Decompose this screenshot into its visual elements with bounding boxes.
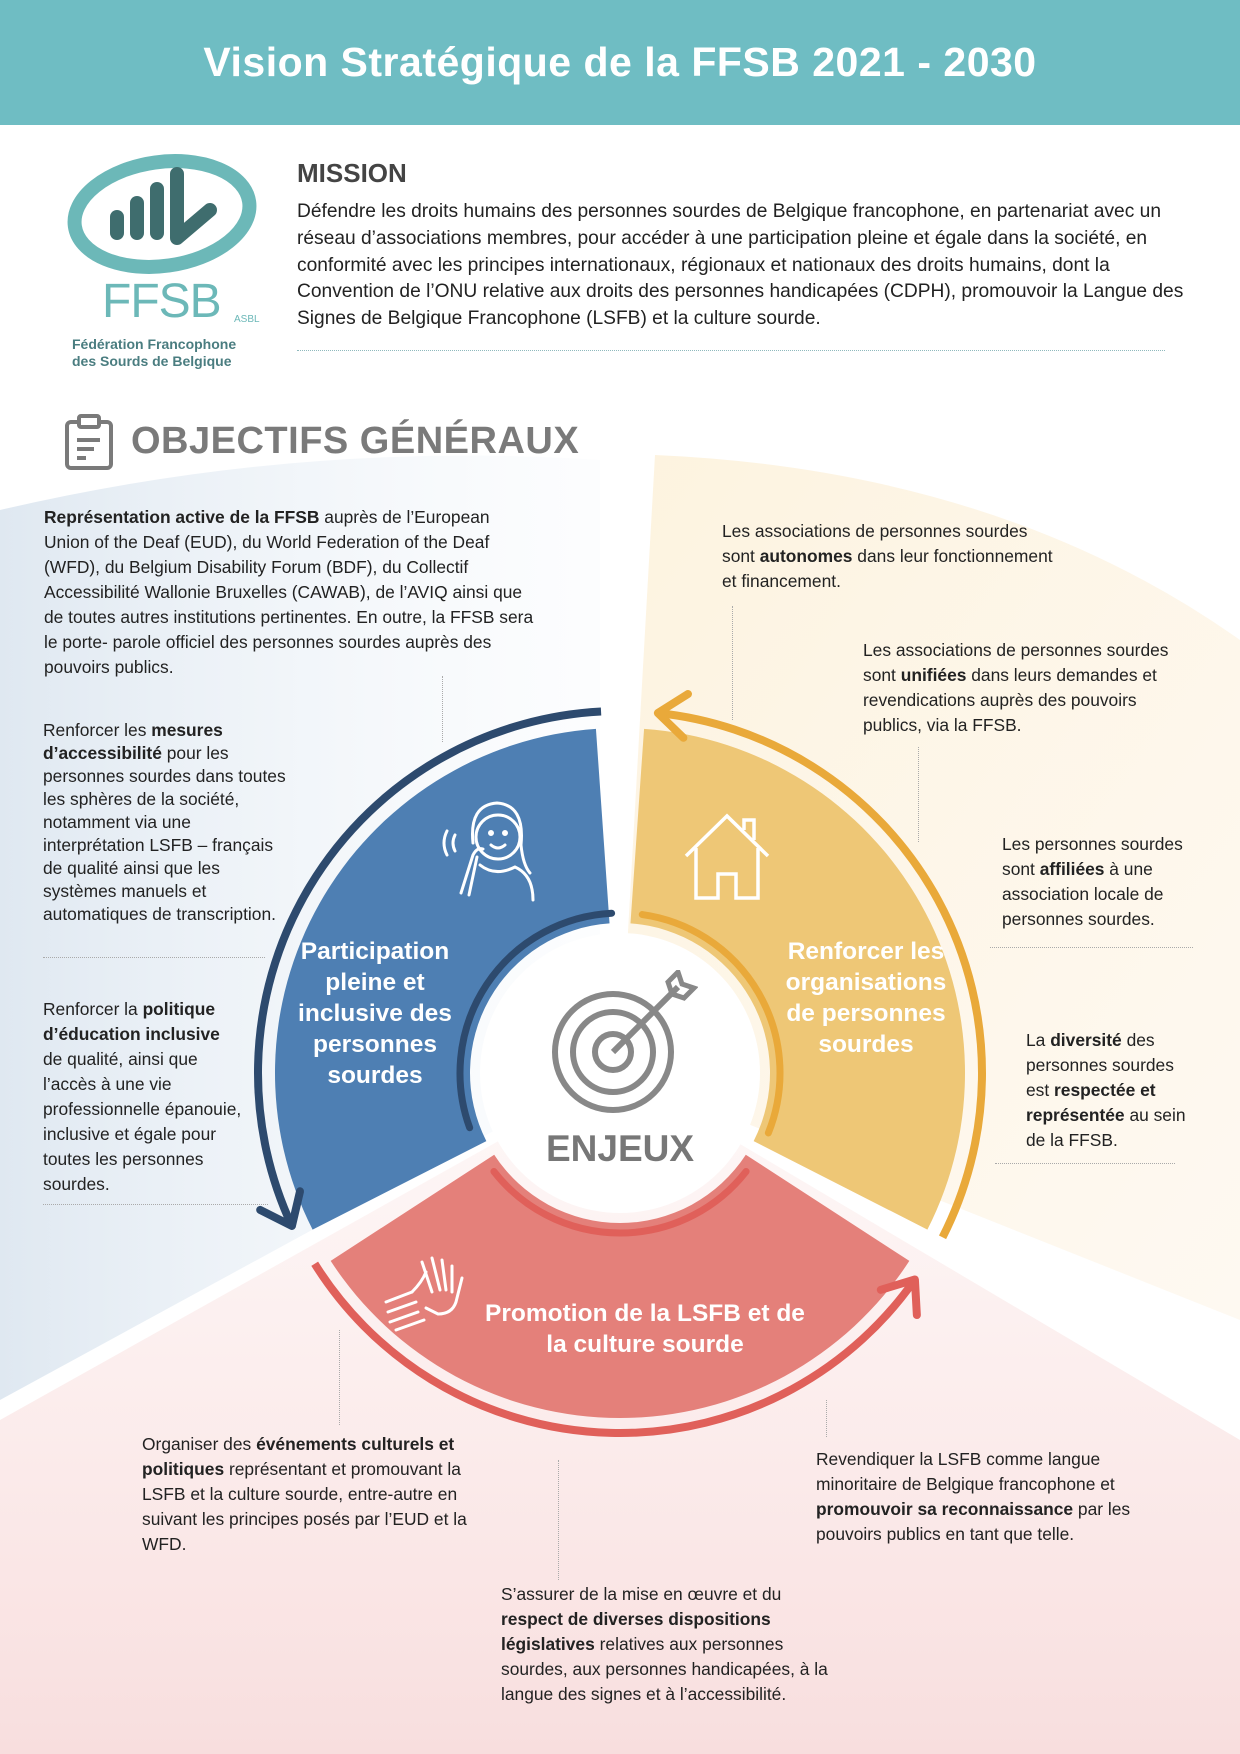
objective-right-2: Les associations de personnes sourdes so…	[863, 638, 1173, 738]
text-run: Les personnes sourdes sont	[1002, 834, 1183, 879]
objective-left-2: Renforcer les mesures d’accessibilité po…	[43, 719, 293, 926]
emphasis-text: événements culturels et politiques	[142, 1434, 455, 1479]
objective-bottom-2: Revendiquer la LSFB comme langue minorit…	[816, 1447, 1136, 1547]
text-run: La	[1026, 1030, 1051, 1050]
connector-line	[339, 1330, 340, 1425]
clipboard-icon	[65, 414, 113, 470]
center-circle	[480, 933, 760, 1213]
emphasis-text: autonomes	[759, 546, 853, 566]
text-run: Renforcer les	[43, 720, 152, 740]
text-run: Revendiquer la LSFB comme langue minorit…	[816, 1449, 1115, 1494]
text-run: Renforcer la	[43, 999, 143, 1019]
segment-organisations-label: Renforcer les organisations de personnes…	[785, 938, 947, 1058]
arrowhead-icon	[876, 1275, 921, 1320]
text-run: Les associations de personnes sourdes so…	[863, 640, 1169, 685]
logo-suffix: ASBL	[234, 314, 260, 325]
segment-promotion[interactable]	[330, 1154, 910, 1418]
organisations-inner-line	[638, 911, 784, 1137]
connector-line	[732, 606, 733, 720]
objective-left-3: Renforcer la politique d’éducation inclu…	[43, 997, 243, 1197]
arrowhead-icon	[653, 690, 692, 742]
objective-right-3: Les personnes sourdes sont affiliées à u…	[1002, 832, 1202, 932]
connector-line	[43, 1204, 268, 1205]
objective-bottom-3: S’assurer de la mise en œuvre et du resp…	[501, 1582, 846, 1707]
text-run: Organiser des	[142, 1434, 257, 1454]
segment-organisations[interactable]	[630, 728, 966, 1230]
center-label: ENJEUX	[545, 1128, 695, 1169]
emphasis-text: diversité	[1050, 1030, 1122, 1050]
connector-line	[558, 1460, 559, 1580]
promotion-arrow	[311, 1261, 919, 1437]
text-run: S’assurer de la mise en œuvre et du	[501, 1584, 782, 1604]
objective-right-4: La diversité des personnes sourdes est r…	[1026, 1028, 1196, 1153]
arrowhead-icon	[256, 1187, 305, 1230]
connector-line	[43, 957, 265, 958]
segment-promotion-label: Promotion de la LSFB et de la culture so…	[485, 1300, 805, 1358]
logo-subtitle: Fédération Francophone des Sourds de Bel…	[72, 336, 236, 370]
emphasis-text: affiliées	[1039, 859, 1105, 879]
emphasis-text: promouvoir sa reconnaissance	[816, 1499, 1074, 1519]
connector-line	[918, 747, 919, 842]
connector-line	[995, 1163, 1175, 1164]
mission-divider	[297, 350, 1165, 351]
text-run: dans leur fonctionnement et financement.	[722, 546, 1053, 591]
logo-subtitle-line: des Sourds de Belgique	[72, 353, 232, 369]
text-run: par les pouvoirs publics en tant que tel…	[816, 1499, 1131, 1544]
objective-bottom-1: Organiser des événements culturels et po…	[142, 1432, 467, 1557]
emphasis-text: politique d’éducation inclusive	[43, 999, 220, 1044]
emphasis-text: mesures d’accessibilité	[43, 720, 223, 763]
text-run: Les associations de personnes sourdes so…	[722, 521, 1028, 566]
header-banner: Vision Stratégique de la FFSB 2021 - 203…	[0, 0, 1240, 125]
target-icon	[552, 970, 698, 1113]
emphasis-text: unifiées	[900, 665, 967, 685]
left-background-region	[0, 455, 600, 1400]
signing-hands-icon	[384, 1256, 464, 1332]
connector-line	[442, 676, 443, 742]
text-run: au sein de la FFSB.	[1026, 1105, 1186, 1150]
objective-left-1: Représentation active de la FFSB auprès …	[44, 505, 539, 680]
enjeux-wheel	[254, 690, 986, 1437]
emphasis-text: respect de diverses dispositions législa…	[501, 1609, 771, 1654]
house-icon	[684, 813, 770, 900]
connector-line	[990, 947, 1193, 948]
text-run: à une association locale de personnes so…	[1002, 859, 1164, 929]
objective-right-1: Les associations de personnes sourdes so…	[722, 519, 1062, 594]
text-run: relatives aux personnes sourdes, aux per…	[501, 1634, 828, 1704]
objectives-heading: OBJECTIFS GÉNÉRAUX	[131, 420, 580, 462]
logo-name: FFSB	[102, 275, 222, 328]
promotion-inner-line	[490, 1168, 750, 1237]
emphasis-text: Représentation active de la FFSB	[44, 507, 320, 527]
text-run: dans leurs demandes et revendications au…	[863, 665, 1157, 735]
connector-line	[826, 1400, 827, 1437]
organisations-arrow	[657, 709, 986, 1240]
text-run: auprès de l’European Union of the Deaf (…	[44, 507, 534, 677]
logo-subtitle-line: Fédération Francophone	[72, 336, 237, 352]
ffsb-logo: FFSB ASBL Fédération Francophone des Sou…	[62, 152, 262, 377]
logo-emblem-icon	[67, 154, 257, 274]
mission-text: Défendre les droits humains des personne…	[297, 201, 1184, 330]
segment-participation[interactable]	[275, 728, 610, 1230]
segment-participation-label: Participation pleine et inclusive des pe…	[298, 938, 452, 1089]
participation-inner-line	[456, 909, 616, 1132]
text-run: représentant et promouvant la LSFB et la…	[142, 1459, 467, 1554]
text-run: des personnes sourdes est	[1026, 1030, 1174, 1100]
person-signing-icon	[442, 801, 535, 902]
emphasis-text: respectée et représentée	[1026, 1080, 1156, 1125]
text-run: de qualité, ainsi que l’accès à une vie …	[43, 1049, 242, 1194]
text-run: pour les personnes sourdes dans toutes l…	[43, 743, 286, 924]
participation-arrow	[254, 707, 602, 1228]
mission-heading: MISSION	[297, 158, 407, 188]
page-title: Vision Stratégique de la FFSB 2021 - 203…	[203, 39, 1037, 85]
